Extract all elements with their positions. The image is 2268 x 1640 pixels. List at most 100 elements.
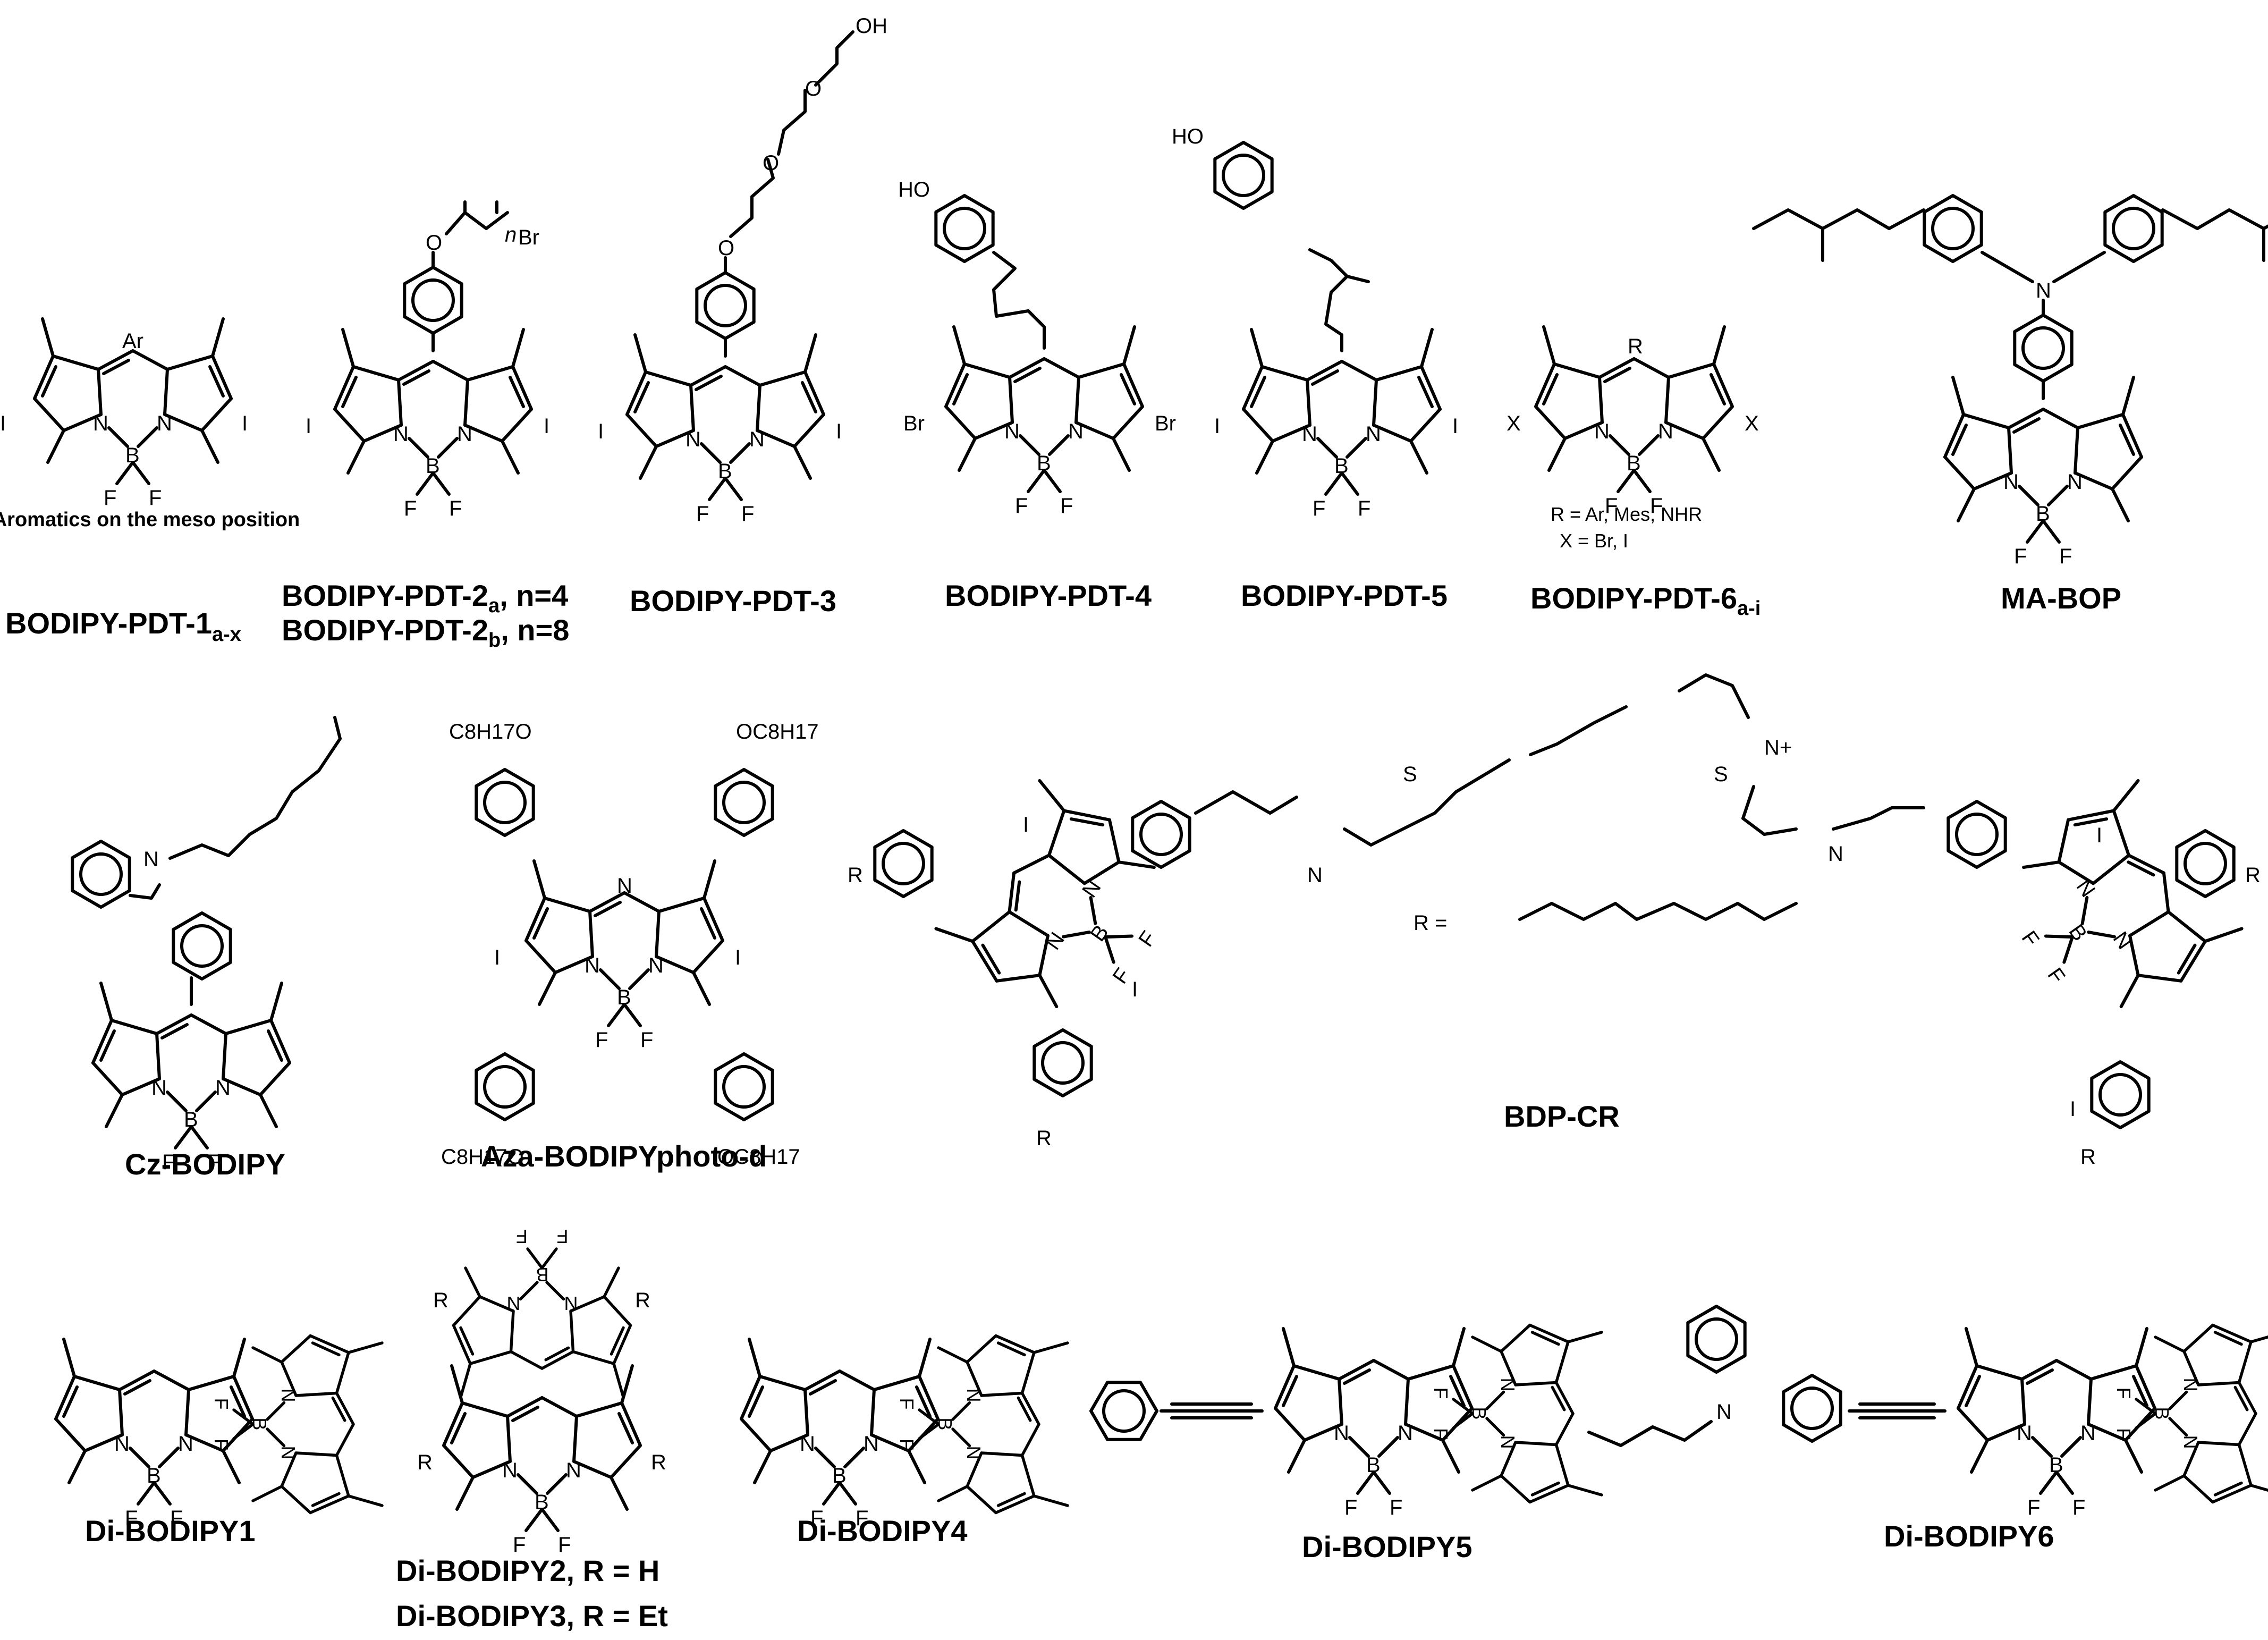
nitrogen-left-label: N [963, 1389, 985, 1402]
label-bodipy-pdt-6: BODIPY-PDT-6a-i [1530, 581, 1761, 620]
nitrogen-right-label: N [648, 954, 664, 977]
amine-nitrogen-label: N [2036, 279, 2051, 302]
fluorine-left-label: F [1108, 964, 1135, 988]
styryl-phenyl-top-left [873, 829, 934, 898]
fluorine-left-label: F [2014, 545, 2027, 568]
meso-substituent-label: R [1628, 335, 1643, 358]
fluorine-left-label: F [125, 1507, 138, 1530]
fluorine-left-label: F [896, 1398, 918, 1410]
fluorine-right-label: F [1390, 1496, 1402, 1519]
fluorine-left-label: F [2113, 1388, 2135, 1399]
nitrogen-left-label: N [1334, 1422, 1349, 1445]
fluorine-right-label: F [1134, 927, 1161, 951]
carbazole-ring-right [172, 911, 232, 980]
fluorine-right-label: F [1430, 1428, 1452, 1440]
phenyl-ring-bottom-left [475, 1052, 535, 1121]
note-r-definition: R = Ar, Mes, NHR [1551, 503, 1702, 525]
nitrogen-right-label: N [215, 1076, 231, 1100]
boron-label: B [1366, 1453, 1381, 1477]
fluorine-left-label: F [1015, 494, 1028, 518]
phenyl-ring [1089, 1381, 1158, 1441]
halogen-left-bottom-label: I [1132, 978, 1138, 1001]
r-definition-label: R = [1414, 911, 1447, 935]
fluorine-right-label: F [2059, 545, 2072, 568]
halogen-right-label: I [544, 415, 549, 438]
nitrogen-right-label: N [178, 1432, 193, 1456]
boron-label: B [1627, 452, 1641, 475]
phenyl-ring-right [2103, 194, 2164, 263]
boron-label: B [1037, 452, 1051, 475]
fluorine-left-label: F [513, 1533, 526, 1557]
nitrogen-right-label: N [2080, 1422, 2096, 1445]
triazole-n-left: N [1307, 864, 1323, 887]
alkoxy-bottom-right-label: OC8H17 [717, 1145, 800, 1169]
boron-label: B [426, 454, 440, 478]
fluorine-right-label: F [1060, 494, 1073, 518]
nitrogen-right-label: N [457, 422, 472, 446]
halogen-right-bottom-label: I [2070, 1097, 2076, 1121]
boron-label: B [2064, 920, 2091, 945]
halogen-left-label: X [1507, 412, 1521, 435]
nitrogen-left-label: N [151, 1076, 167, 1100]
boron-label: B [832, 1464, 847, 1487]
fluorine-right-label: F [558, 1533, 571, 1557]
nitrogen-left-label: N [277, 1389, 299, 1402]
meso-substituent-label: Ar [122, 329, 143, 353]
nitrogen-right-label: N [157, 412, 172, 435]
label-di-bodipy1: Di-BODIPY1 [85, 1514, 256, 1548]
carbazole-ring-left [71, 840, 131, 909]
iminium-label: N+ [1764, 736, 1792, 759]
halogen-left-label: I [1214, 415, 1220, 438]
nitrogen-left-label: N [2017, 1422, 2032, 1445]
thiophene-sulfur-left-label: S [1403, 763, 1417, 786]
halogen-left-label: I [598, 420, 604, 443]
label-bdp-cr: BDP-CR [1504, 1100, 1620, 1133]
label-bodipy-pdt-5: BODIPY-PDT-5 [1241, 579, 1448, 612]
halogen-right-label: I [242, 412, 248, 435]
carbazole-nitrogen-label: N [143, 848, 159, 871]
boron-label: B [249, 1417, 270, 1430]
carbazole-ring-right [1782, 1374, 1842, 1443]
fluorine-right-label: F [2043, 963, 2069, 987]
alkoxy-top-right-label: OC8H17 [736, 720, 819, 743]
fluorine-right-label: F [170, 1507, 183, 1530]
fluorine-right-label: F [741, 502, 754, 526]
fluorine-left-label: F [1605, 494, 1618, 518]
phenyl-ring-top-left [475, 768, 535, 837]
styryl-phenyl-bottom-left [1033, 1028, 1093, 1097]
nitrogen-left-label: N [502, 1459, 518, 1482]
label-di-bodipy4: Di-BODIPY4 [797, 1514, 968, 1548]
r-group-left-label: R [417, 1451, 433, 1474]
chromane-aromatic-ring [934, 194, 995, 263]
nitrogen-right-label: N [2180, 1435, 2202, 1449]
nitrogen-right-label: N [1068, 420, 1084, 443]
fluorine-left-label: F [104, 486, 116, 510]
label-bodipy-pdt-2a: BODIPY-PDT-2a, n=4 [282, 579, 568, 617]
boron-label: B [1468, 1407, 1490, 1419]
phenyl-ring [2013, 314, 2074, 383]
r-group-bottom-left-label: R [1036, 1127, 1052, 1150]
phenyl-ring-bottom-right [714, 1052, 774, 1121]
nitrogen-left-label: N [564, 1292, 578, 1314]
boron-label: B [2049, 1453, 2063, 1477]
nitrogen-right-label: N [963, 1446, 985, 1460]
ether-oxygen-label: O [718, 236, 734, 260]
label-bodipy-pdt-3: BODIPY-PDT-3 [630, 584, 836, 618]
